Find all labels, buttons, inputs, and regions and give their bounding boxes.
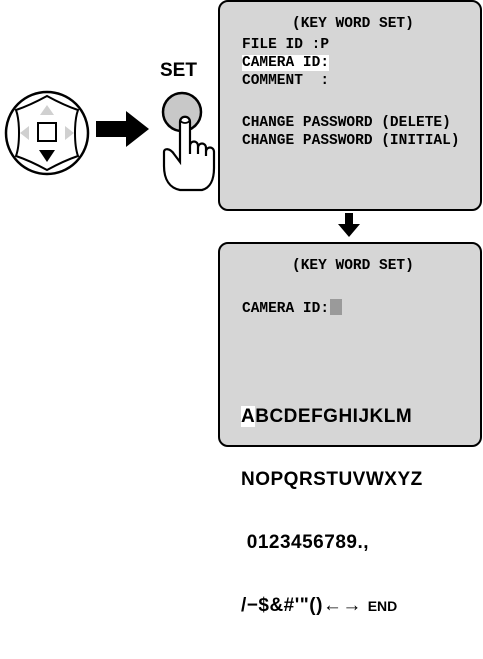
- camera-id-line[interactable]: CAMERA ID:: [242, 55, 330, 71]
- file-id-line: FILE ID :P: [242, 37, 330, 53]
- set-label: SET: [160, 60, 197, 81]
- character-palette[interactable]: ABCDEFGHIJKLM NOPQRSTUVWXYZ 0123456789.,…: [241, 364, 423, 659]
- end-key[interactable]: END: [367, 598, 398, 614]
- keyword-set-screen-top: (KEY WORD SET) FILE ID :P CAMERA ID: COM…: [218, 0, 482, 211]
- pointing-hand-icon: [162, 115, 216, 192]
- char-row-3[interactable]: 0123456789.,: [241, 532, 370, 553]
- right-arrow-icon: [96, 111, 149, 147]
- char-row-4-symbols[interactable]: /−$&#'"()←→: [241, 595, 362, 616]
- dpad-down-icon[interactable]: [2, 88, 92, 178]
- camera-id-entry[interactable]: CAMERA ID:: [242, 299, 343, 317]
- down-arrow-icon: [338, 213, 360, 237]
- change-password-initial-line[interactable]: CHANGE PASSWORD (INITIAL): [242, 133, 460, 149]
- char-row-1-rest[interactable]: BCDEFGHIJKLM: [255, 406, 413, 427]
- char-row-2[interactable]: NOPQRSTUVWXYZ: [241, 469, 423, 490]
- char-row-4[interactable]: /−$&#'"()←→ END: [241, 595, 423, 617]
- screen-title: (KEY WORD SET): [292, 16, 414, 32]
- text-cursor: [330, 299, 343, 315]
- change-password-delete-line[interactable]: CHANGE PASSWORD (DELETE): [242, 115, 451, 131]
- char-row-1[interactable]: ABCDEFGHIJKLM: [241, 406, 423, 427]
- selected-char[interactable]: A: [241, 406, 256, 427]
- screen-title: (KEY WORD SET): [292, 258, 414, 274]
- comment-line[interactable]: COMMENT :: [242, 73, 330, 89]
- camera-id-label: CAMERA ID:: [242, 301, 330, 317]
- keyword-set-screen-bottom: (KEY WORD SET) CAMERA ID: ABCDEFGHIJKLM …: [218, 242, 482, 616]
- set-button-icon[interactable]: [150, 82, 218, 194]
